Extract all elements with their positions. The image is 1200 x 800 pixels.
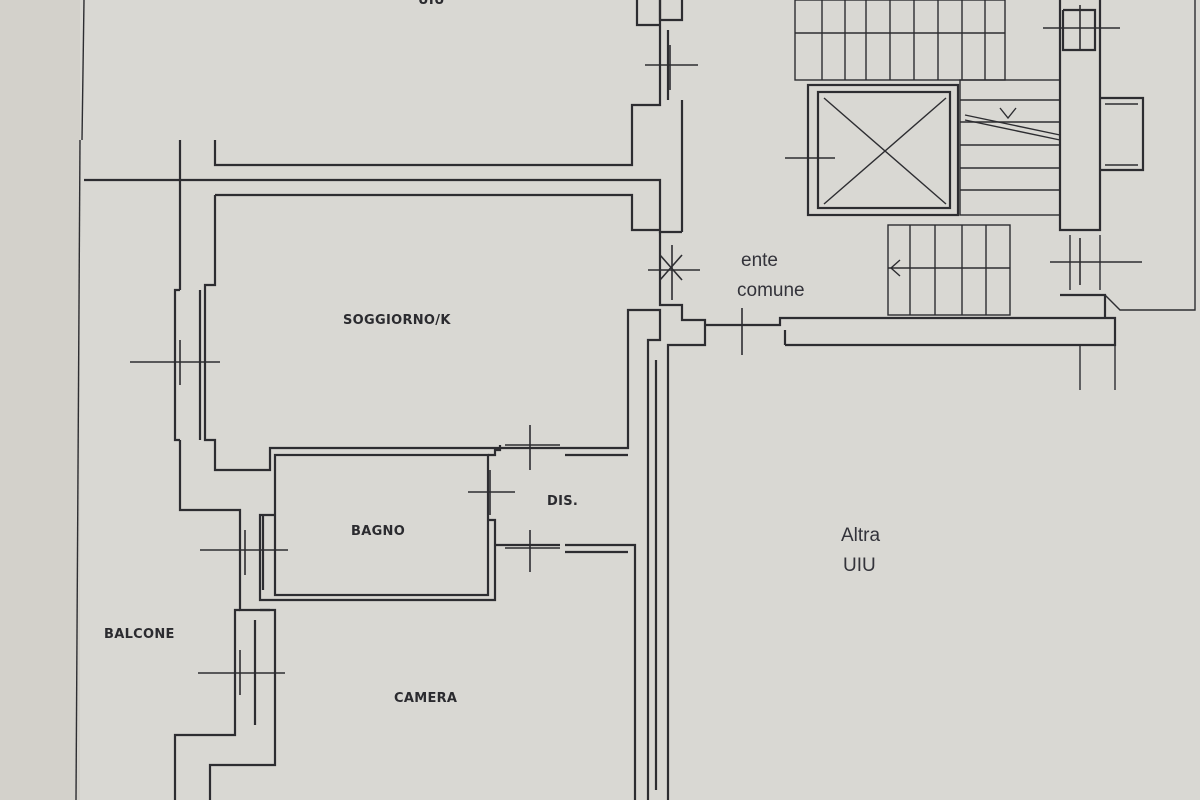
dis-walls — [500, 308, 662, 800]
room-label-soggiorno: SOGGIORNO/K — [343, 313, 451, 328]
top-walls — [84, 0, 684, 290]
room-label-disimpegno: DIS. — [547, 494, 578, 509]
corridor-right-wall — [654, 232, 707, 800]
outer-boundary — [75, 0, 85, 800]
room-label-balcone: BALCONE — [104, 627, 175, 642]
staircase-icon — [794, 0, 1061, 316]
other-unit-label-line2: UIU — [843, 555, 876, 576]
room-label-bagno: BAGNO — [351, 524, 405, 539]
paper-shade-left — [0, 0, 80, 800]
top-unit-label: UIU — [418, 0, 445, 8]
other-unit-label-line1: Altra — [841, 525, 881, 546]
bagno-walls — [258, 445, 560, 602]
common-area-label-line1: ente — [741, 250, 778, 271]
room-label-camera: CAMERA — [394, 691, 457, 706]
elevator-shaft-icon — [806, 83, 960, 217]
common-area-label-line2: comune — [737, 280, 805, 301]
soggiorno-left-wall — [173, 195, 500, 612]
door-markers — [130, 5, 1142, 695]
